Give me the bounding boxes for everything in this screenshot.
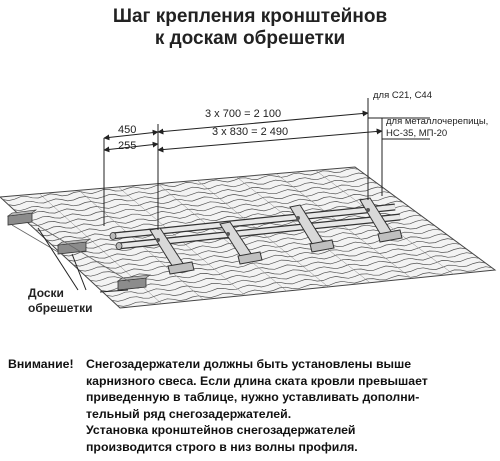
notice-label: Внимание! xyxy=(8,357,74,371)
battens-label-2: обрешетки xyxy=(28,301,93,315)
battens-label-1: Доски xyxy=(28,286,64,300)
roof-wave-line xyxy=(2,167,359,201)
bracket-4 xyxy=(359,197,403,243)
notice-line: тельный ряд снегозадержателей. xyxy=(86,406,292,421)
bracket-1 xyxy=(149,227,195,275)
bracket-2 xyxy=(219,221,263,265)
roof-wave-line xyxy=(111,261,486,302)
dim-span-top: 3 x 700 = 2 100 xyxy=(205,108,281,120)
note-metal-tile-2: НС-35, МП-20 xyxy=(386,128,447,139)
notice-block: Внимание! Снегозадержатели должны быть у… xyxy=(8,356,494,456)
bracket-3 xyxy=(289,204,335,253)
roof-wave-line xyxy=(19,181,378,217)
leader-line-2 xyxy=(71,253,87,291)
title-line-2: к доскам обрешетки xyxy=(154,28,346,49)
roof-wave-line xyxy=(68,224,435,262)
roof-wave-line xyxy=(24,186,384,222)
roof-wave-line xyxy=(35,196,397,232)
roof-wave-line xyxy=(95,247,467,287)
roof-wave-line xyxy=(13,177,371,212)
dim-span-bottom: 3 x 830 = 2 490 xyxy=(212,126,288,138)
note-c21-c44: для С21, С44 xyxy=(373,90,432,101)
roof-wave-line xyxy=(8,172,365,206)
notice-line: Установка кронштейнов снегозадержателей xyxy=(86,423,356,438)
roof-wave-line xyxy=(62,219,429,257)
roof-waves xyxy=(2,167,492,307)
notice-line: производится строго в низ волны профиля. xyxy=(86,439,358,454)
notice-line: приведенную в таблице, нужно уставливать… xyxy=(86,390,420,405)
roof-diagram: 450 255 3 x 700 = 2 100 3 x 830 = 2 490 … xyxy=(0,90,497,315)
roof-wave-line xyxy=(84,238,454,277)
title-line-1: Шаг крепления кронштейнов xyxy=(112,6,388,27)
batten-1 xyxy=(6,209,38,226)
roof-wave-line xyxy=(100,252,473,292)
notice-line: Снегозадержатели должны быть установлены… xyxy=(86,357,412,371)
leader-line-3 xyxy=(99,289,129,293)
dim-offset-top: 450 xyxy=(118,124,136,136)
notice-line: карнизного свеса. Если длина ската кровл… xyxy=(86,373,428,388)
roof-wave-line xyxy=(29,191,391,227)
dimension-lines xyxy=(103,110,383,153)
roof-wave-line xyxy=(106,256,480,297)
roof-wave-line xyxy=(89,242,461,282)
dim-offset-bottom: 255 xyxy=(118,140,136,152)
batten-3 xyxy=(116,274,152,291)
roof-wave-line xyxy=(40,200,403,237)
roof-wave-line xyxy=(117,266,492,307)
leader-line-1 xyxy=(37,227,79,291)
note-metal-tile-1: для металлочерепицы, xyxy=(386,116,488,127)
